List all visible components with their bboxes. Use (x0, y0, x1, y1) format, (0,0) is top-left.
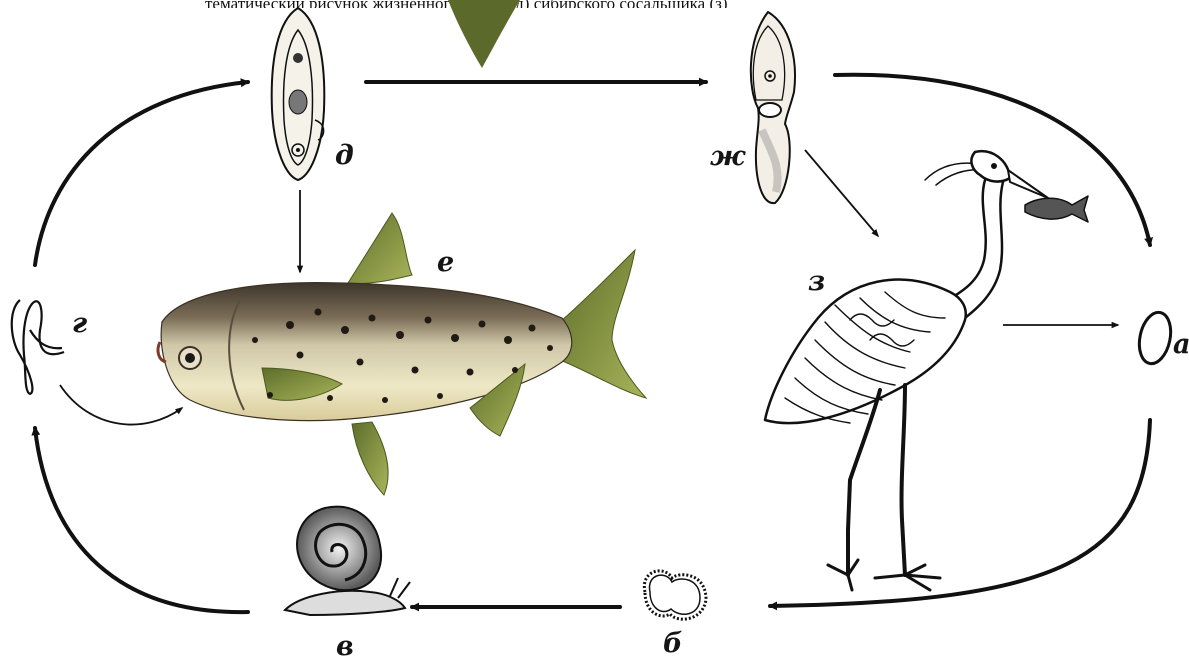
label-egg: а (1173, 331, 1189, 358)
snail-icon (285, 507, 410, 615)
miracidium-icon (644, 571, 706, 619)
arrow-cercaria-to-metacercaria (35, 82, 248, 265)
label-adult-worm: ж (710, 143, 745, 170)
label-metacercaria: д (335, 142, 354, 169)
label-fish: е (437, 249, 454, 276)
metacercaria-icon (272, 8, 325, 180)
adult-worm-icon (751, 12, 795, 203)
cercaria-icon (12, 300, 64, 394)
label-snail: в (336, 633, 354, 660)
arrow-snail-to-cercaria (35, 428, 248, 612)
label-miracidium: б (663, 630, 683, 657)
arrow-adult-to-heron (805, 150, 878, 236)
egg-icon (1135, 309, 1175, 366)
arrow-cercaria-to-fish (60, 385, 182, 425)
cropped-fin-top (448, 0, 520, 68)
heron-icon (765, 151, 1088, 590)
label-cercaria: г (72, 310, 87, 337)
fish-icon (158, 213, 646, 495)
label-heron: з (808, 268, 825, 295)
arrow-egg-to-miracidium (770, 420, 1150, 606)
